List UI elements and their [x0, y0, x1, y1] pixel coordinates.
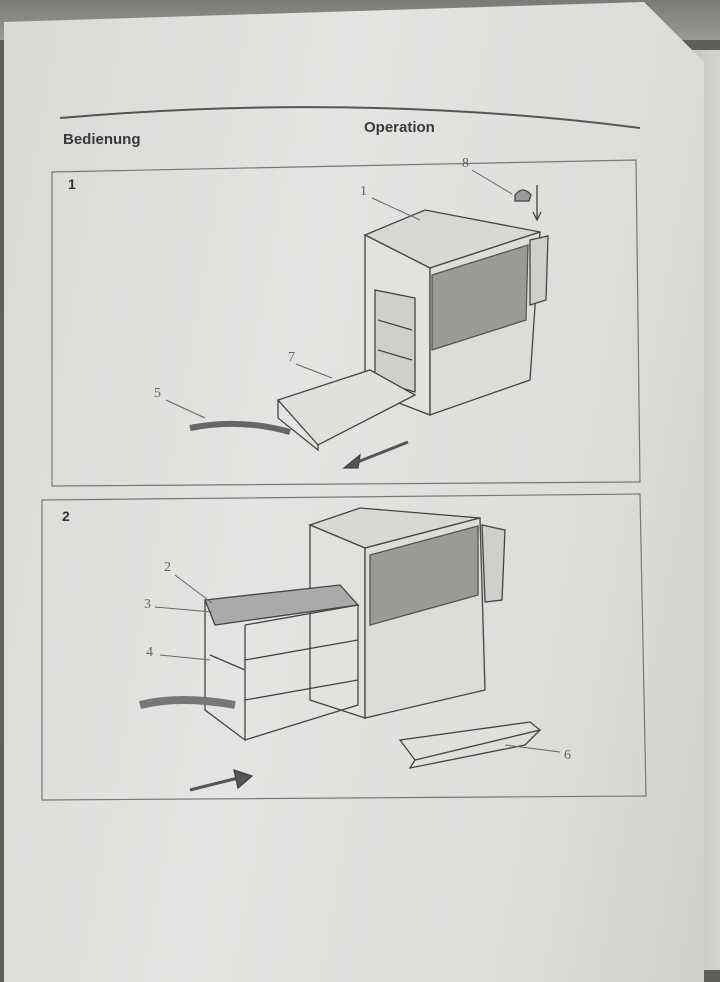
callout-6: 6 — [564, 748, 571, 763]
callout-2: 2 — [164, 560, 171, 575]
step-1-frame — [51, 159, 641, 487]
callout-3: 3 — [144, 597, 151, 612]
callout-4: 4 — [146, 645, 153, 660]
header-rule — [59, 106, 641, 129]
step-1-number: 1 — [68, 176, 76, 192]
step-1-illustration — [165, 169, 549, 469]
section-title-german: Bedienung — [63, 131, 141, 148]
callout-8: 8 — [462, 156, 469, 171]
callout-1: 1 — [360, 184, 367, 199]
callout-7: 7 — [288, 350, 295, 365]
step-2-number: 2 — [62, 508, 70, 524]
page-lines — [41, 106, 647, 801]
section-title-english: Operation — [364, 119, 435, 136]
callout-5: 5 — [154, 386, 161, 401]
step-2-illustration — [139, 507, 561, 792]
step-2-frame — [41, 493, 647, 801]
